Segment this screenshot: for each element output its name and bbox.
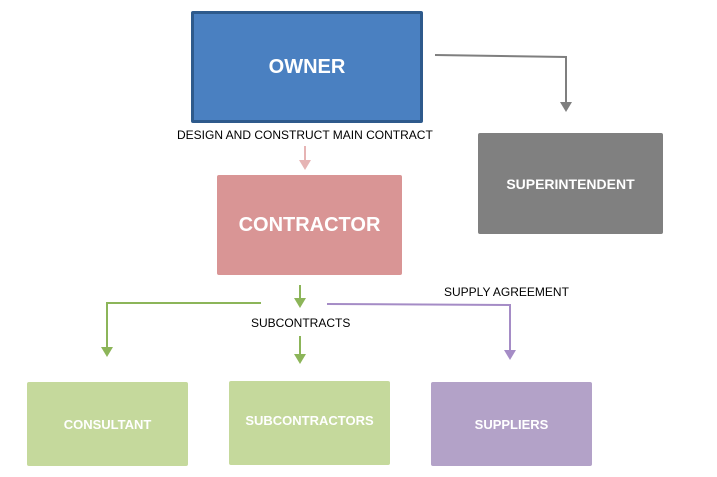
superintendent-label: SUPERINTENDENT [506, 175, 635, 192]
contractor-subcontracts-arrowhead [294, 298, 306, 308]
subcontractors-label: SUBCONTRACTORS [245, 412, 374, 428]
supply-agreement-label: SUPPLY AGREEMENT [444, 285, 569, 299]
owner-superintendent-connector [434, 54, 567, 103]
subcontracts-subcontractors-arrowhead [294, 354, 306, 364]
supply-agreement-arrowhead [504, 350, 516, 360]
subcontractors-box: SUBCONTRACTORS [229, 381, 390, 465]
supply-agreement-connector [326, 303, 511, 352]
owner-box: OWNER [191, 11, 423, 123]
superintendent-box: SUPERINTENDENT [478, 133, 663, 234]
suppliers-label: SUPPLIERS [474, 416, 549, 432]
design-construct-contract-label: DESIGN AND CONSTRUCT MAIN CONTRACT [177, 128, 433, 142]
subcontracts-consultant-connector [106, 302, 261, 348]
suppliers-box: SUPPLIERS [431, 382, 592, 466]
contractor-label: CONTRACTOR [238, 213, 381, 236]
consultant-box: CONSULTANT [27, 382, 188, 466]
owner-superintendent-arrowhead [560, 102, 572, 112]
owner-contractor-arrowhead [299, 160, 311, 170]
owner-label: OWNER [268, 55, 346, 78]
subcontracts-consultant-arrowhead [101, 347, 113, 357]
subcontracts-label: SUBCONTRACTS [251, 316, 351, 330]
consultant-label: CONSULTANT [63, 416, 152, 432]
contractor-box: CONTRACTOR [217, 175, 402, 275]
